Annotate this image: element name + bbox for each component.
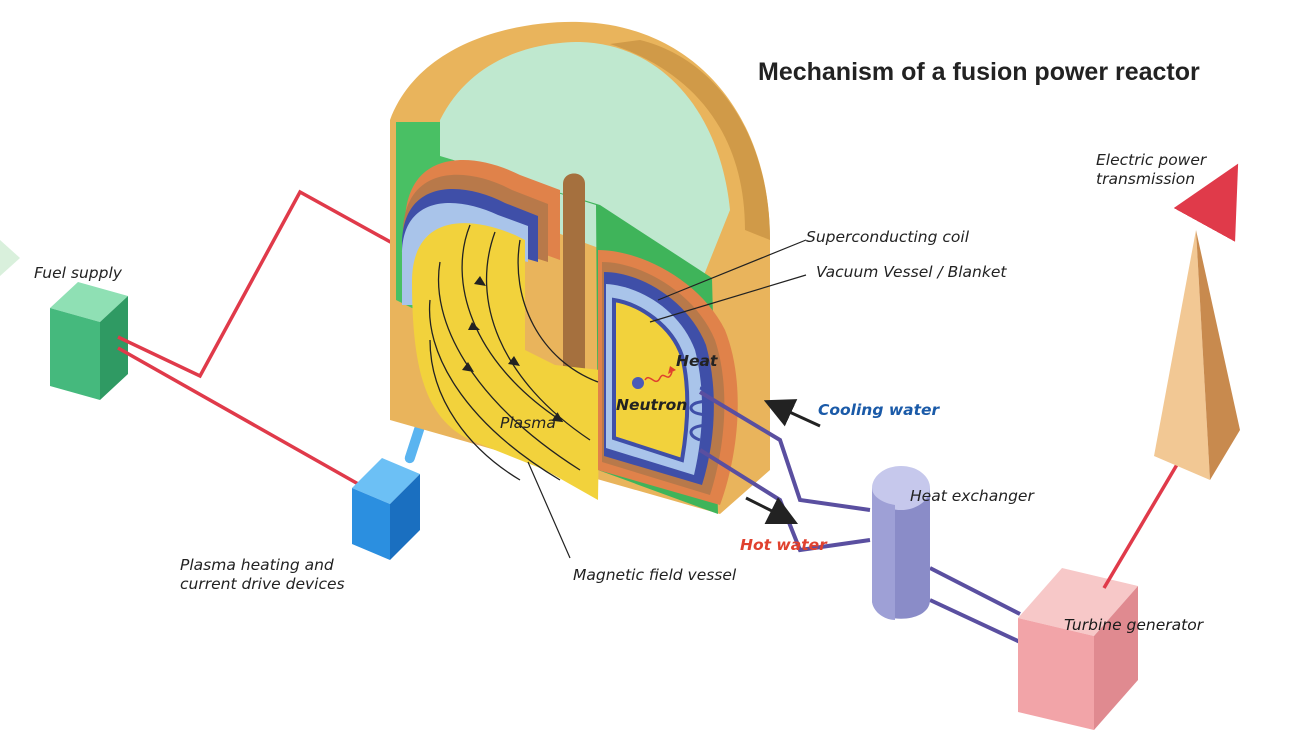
turbine-to-tower-line [1104, 446, 1188, 588]
label-neutron: Neutron [616, 396, 687, 415]
label-vacuum-vessel-blanket: Vacuum Vessel / Blanket [816, 263, 1006, 282]
transmission-tower [1154, 230, 1240, 480]
cooling-water-arrow [772, 404, 820, 426]
label-turbine-generator: Turbine generator [1064, 616, 1203, 635]
label-superconducting-coil: Superconducting coil [806, 228, 969, 247]
label-hot-water: Hot water [740, 536, 827, 555]
label-heat: Heat [676, 352, 717, 371]
neutron-particle [632, 377, 644, 389]
turbine-generator-box [1018, 568, 1138, 730]
electric-power-arrow [1206, 182, 1228, 222]
label-plasma-heating-line2: current drive devices [180, 575, 345, 594]
fuel-supply-box [50, 282, 128, 400]
label-magnetic-field-vessel: Magnetic field vessel [573, 566, 736, 585]
reactor [390, 22, 770, 514]
fuel-line-lower [118, 348, 360, 485]
label-plasma-heating-line1: Plasma heating and [180, 556, 334, 575]
incoming-arrow-hint [0, 240, 20, 276]
label-electric-power-line1: Electric power [1096, 151, 1206, 170]
label-cooling-water: Cooling water [818, 401, 939, 420]
label-electric-power-line2: transmission [1096, 170, 1195, 189]
label-fuel-supply: Fuel supply [34, 264, 122, 283]
label-heat-exchanger: Heat exchanger [910, 487, 1034, 506]
label-plasma: Plasma [500, 414, 556, 433]
plasma-heating-device [352, 420, 427, 560]
diagram-title: Mechanism of a fusion power reactor [758, 58, 1200, 87]
